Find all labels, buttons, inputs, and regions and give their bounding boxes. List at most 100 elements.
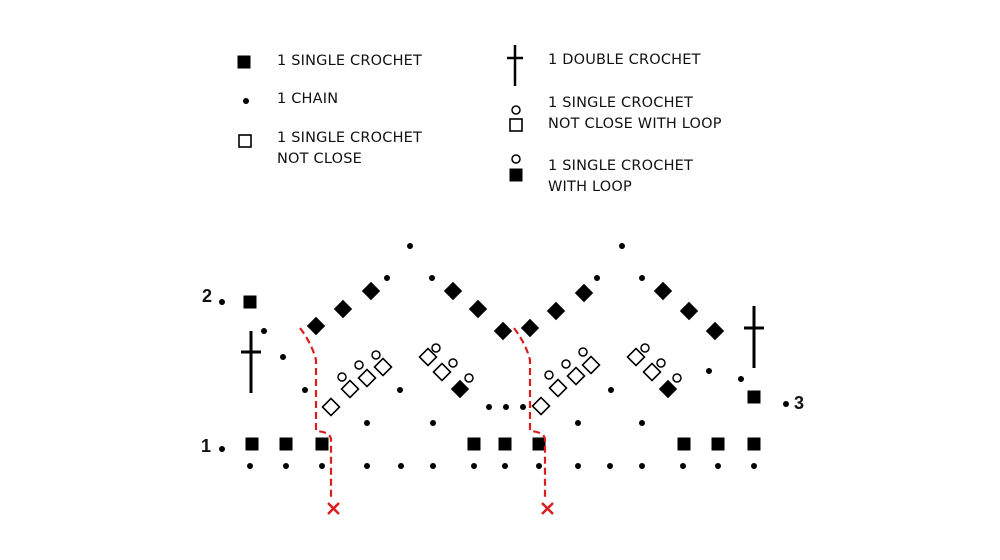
- chain-dot: [247, 463, 253, 469]
- single-crochet: [679, 301, 699, 321]
- loop: [464, 373, 474, 383]
- row-label-1: 1: [201, 436, 211, 456]
- single-crochet: [315, 437, 329, 451]
- chain-dot: [536, 463, 542, 469]
- sc-not-close-with-loop: [373, 357, 393, 377]
- single-crochet: [747, 437, 761, 451]
- row-label-3: 3: [794, 393, 804, 413]
- chain-dot: [594, 275, 600, 281]
- chain-dot: [398, 463, 404, 469]
- sc-not-close: [321, 397, 341, 417]
- single-crochet: [279, 437, 293, 451]
- legend-sc-loop-1: 1 SINGLE CROCHET: [548, 158, 694, 174]
- chain-dot: [384, 275, 390, 281]
- row-label-2: 2: [202, 286, 212, 306]
- chain-dot: [639, 420, 645, 426]
- chain-dot: [407, 243, 413, 249]
- chain-dot: [319, 463, 325, 469]
- sc-not-close-with-loop: [548, 378, 568, 398]
- end-x-icon: [327, 502, 554, 515]
- chain-dot: [280, 354, 286, 360]
- single-crochet: [520, 318, 540, 338]
- legend-sc-not-close-1: 1 SINGLE CROCHET: [277, 130, 423, 146]
- chain-dot: [283, 463, 289, 469]
- chain-dot: [706, 368, 712, 374]
- repeat-marker-right: [513, 327, 547, 500]
- single-crochet: [333, 299, 353, 319]
- loop: [561, 359, 571, 369]
- sc-not-close-with-loop: [566, 366, 586, 386]
- sc-not-close-with-loop: [432, 362, 452, 382]
- chain-dot: [608, 387, 614, 393]
- legend-sc-not-close-2: NOT CLOSE: [277, 151, 362, 167]
- single-crochet: [546, 301, 566, 321]
- chain-dot: [430, 420, 436, 426]
- loop: [448, 358, 458, 368]
- double-crochet-right: [744, 306, 764, 368]
- single-crochet: [361, 281, 381, 301]
- double-crochet-left: [241, 331, 261, 393]
- chain-dot: [261, 328, 267, 334]
- single-crochet: [498, 437, 512, 451]
- chain-dot: [502, 463, 508, 469]
- single-crochet: [468, 299, 488, 319]
- double-crochet-symbol: [507, 45, 523, 86]
- single-crochet: [532, 437, 546, 451]
- chain-dot: [302, 387, 308, 393]
- chain-dot: [619, 243, 625, 249]
- chain-dot: [486, 404, 492, 410]
- chain-dot: [738, 376, 744, 382]
- repeat-marker-left: [299, 327, 333, 500]
- legend-single-crochet: 1 SINGLE CROCHET: [277, 53, 423, 69]
- chain-dot: [219, 446, 225, 452]
- single-crochet: [747, 390, 761, 404]
- chain-dot: [715, 463, 721, 469]
- sc-loop-symbol: [509, 154, 523, 182]
- loop: [354, 360, 364, 370]
- loop: [371, 350, 381, 360]
- sc-not-close: [531, 396, 551, 416]
- single-crochet: [467, 437, 481, 451]
- chain-dot: [429, 275, 435, 281]
- chain-dot: [397, 387, 403, 393]
- chain-dot: [607, 463, 613, 469]
- sc-not-close-with-loop: [357, 368, 377, 388]
- single-crochet: [705, 321, 725, 341]
- loop: [544, 370, 554, 380]
- loop: [578, 347, 588, 357]
- chart-marks: [219, 243, 789, 469]
- chain-dot: [364, 420, 370, 426]
- chain-dot: [575, 420, 581, 426]
- legend-sc-not-close-loop-2: NOT CLOSE WITH LOOP: [548, 116, 722, 132]
- chain-dot: [783, 401, 789, 407]
- single-crochet: [677, 437, 691, 451]
- loop: [672, 373, 682, 383]
- single-crochet-with-loop: [450, 379, 470, 399]
- sc-not-close-symbol: [238, 134, 252, 148]
- single-crochet: [306, 316, 326, 336]
- single-crochet: [443, 281, 463, 301]
- chain-dot: [520, 404, 526, 410]
- legend-chain: 1 CHAIN: [277, 91, 339, 107]
- legend-sc-loop-2: WITH LOOP: [548, 179, 632, 195]
- single-crochet: [493, 321, 513, 341]
- chain-dot: [639, 275, 645, 281]
- legend-sc-not-close-loop-1: 1 SINGLE CROCHET: [548, 95, 694, 111]
- chain-dot: [219, 299, 225, 305]
- loop: [431, 343, 441, 353]
- sc-not-close-with-loop: [340, 379, 360, 399]
- chain-symbol: [243, 98, 249, 104]
- chain-dot: [751, 463, 757, 469]
- loop: [640, 343, 650, 353]
- single-crochet-with-loop: [658, 379, 678, 399]
- single-crochet: [653, 281, 673, 301]
- single-crochet-symbol: [237, 55, 251, 69]
- sc-not-close-loop-symbol: [509, 105, 523, 132]
- single-crochet: [245, 437, 259, 451]
- chain-dot: [639, 463, 645, 469]
- chain-dot: [471, 463, 477, 469]
- single-crochet: [574, 283, 594, 303]
- single-crochet: [243, 295, 257, 309]
- loop: [656, 358, 666, 368]
